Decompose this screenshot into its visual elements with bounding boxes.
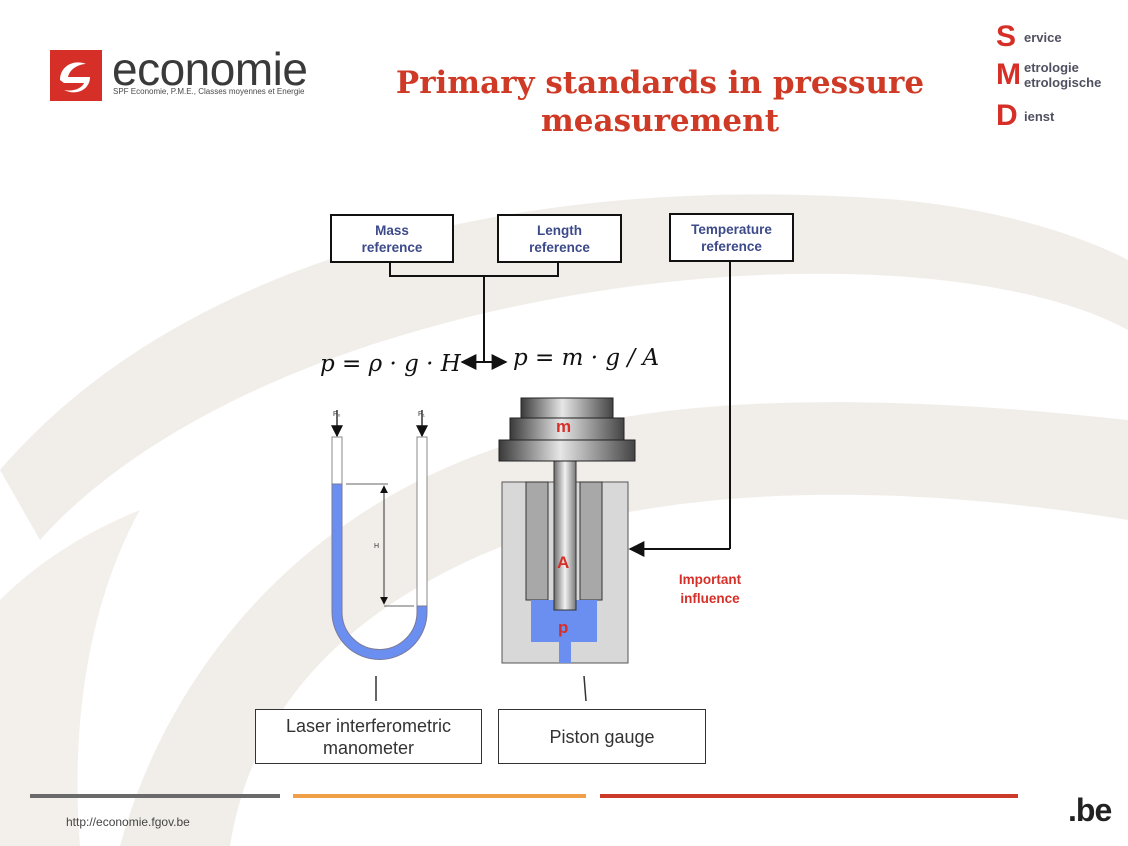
temperature-reference-label: Temperature reference: [691, 221, 772, 254]
mass-reference-box: Mass reference: [330, 214, 454, 263]
smd-letter-s: S: [996, 20, 1017, 53]
u-tube-manometer: P₀ P₁ H: [331, 410, 428, 660]
piston-caption-box: Piston gauge: [498, 709, 706, 764]
temperature-connector: [628, 261, 731, 557]
footer-rule-orange: [293, 794, 586, 798]
label-p1: P₁: [418, 411, 426, 418]
piston-gauge: m A p: [498, 397, 636, 664]
smd-text-metrologie: etrologie etrologische: [1024, 60, 1102, 90]
mass-reference-label: Mass reference: [361, 222, 423, 255]
manometer-caption-box: Laser interferometric manometer: [255, 709, 482, 764]
label-pressure-p: p: [558, 618, 568, 637]
smd-letter-m: M: [996, 58, 1021, 91]
logo-subtitle: SPF Economie, P.M.E., Classes moyennes e…: [113, 87, 305, 96]
label-p0: P₀: [333, 411, 341, 418]
smd-logo-row-dienst: D ienst: [996, 101, 1054, 131]
important-influence-label: Important influence: [678, 572, 742, 606]
footer-rule-red: [600, 794, 1018, 798]
formula-piston: p = m · g / A: [513, 345, 659, 371]
reference-connector: [389, 262, 559, 370]
page-title: Primary standards in pressure measuremen…: [395, 65, 925, 139]
smd-text-service: ervice: [1024, 29, 1062, 45]
logo-wordmark: economie: [112, 43, 308, 95]
label-mass-m: m: [556, 417, 571, 436]
piston-leader: [583, 675, 587, 702]
formula-manometer: p = ρ · g · H: [320, 351, 462, 377]
length-reference-box: Length reference: [497, 214, 622, 263]
economie-logo-icon: [50, 50, 102, 101]
footer-rule-gray: [30, 794, 280, 798]
temperature-reference-box: Temperature reference: [669, 213, 794, 262]
label-area-a: A: [557, 553, 569, 572]
length-reference-label: Length reference: [529, 222, 590, 255]
smd-text-dienst: ienst: [1024, 108, 1055, 124]
smd-letter-d: D: [996, 99, 1018, 132]
manometer-caption: Laser interferometric manometer: [285, 715, 452, 758]
smd-logo-row-service: S ervice: [996, 22, 1062, 52]
footer-url[interactable]: http://economie.fgov.be: [66, 815, 190, 829]
be-logo: .be: [1068, 792, 1112, 828]
label-height: H: [374, 543, 379, 550]
smd-logo-row-metrologie: M etrologie etrologische: [996, 58, 1102, 91]
piston-caption: Piston gauge: [549, 726, 655, 747]
